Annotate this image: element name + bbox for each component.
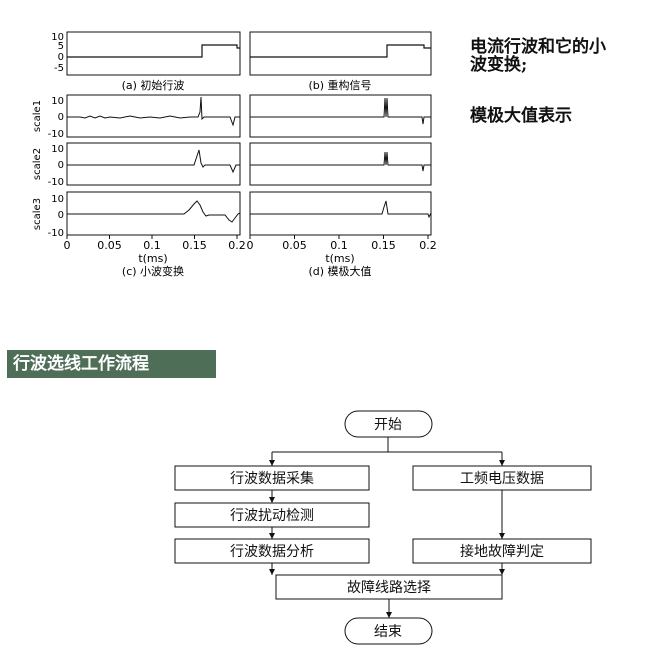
signal-b xyxy=(250,44,431,58)
trace-scale3 xyxy=(67,200,241,223)
caption-note: 电流行波和它的小 波变换; xyxy=(470,38,655,74)
x-tick-label: 0.15 xyxy=(182,239,207,252)
x-tick-label: 0.2 xyxy=(228,239,246,252)
scale1-row: 10 0 -10 scale1 xyxy=(32,94,432,140)
x-axis-label-right: t(ms) xyxy=(325,252,354,265)
scale3-row: 10 0 -10 scale3 xyxy=(32,191,432,239)
step-select xyxy=(275,574,503,600)
x-tick-label: 0.1 xyxy=(330,239,348,252)
panel-caption: (d) 模极大值 xyxy=(308,264,371,278)
x-tick-label: 0.2 xyxy=(419,239,437,252)
tick-label: 10 xyxy=(51,96,64,107)
maxima-scale1 xyxy=(250,97,431,125)
tick-label: 0 xyxy=(58,112,64,123)
start-label: 开始 xyxy=(374,417,402,433)
tick-label: 5 xyxy=(58,41,64,52)
maxima-scale3 xyxy=(250,200,432,219)
end-node xyxy=(344,617,433,645)
caption-note-2: 模极大值表示 xyxy=(470,107,655,125)
panel-caption: (b) 重构信号 xyxy=(308,78,371,92)
step-judge-label: 接地故障判定 xyxy=(460,543,544,560)
step-analyze-label: 行波数据分析 xyxy=(230,544,314,560)
section-title: 行波选线工作流程 xyxy=(7,350,216,378)
tick-label: 0 xyxy=(58,210,64,221)
panel-b: (b) 重构信号 xyxy=(249,31,432,92)
x-axis-label-left: t(ms) xyxy=(138,252,167,265)
row-label: scale1 xyxy=(32,100,43,132)
x-tick-label: 0.15 xyxy=(371,239,396,252)
caption-line-2: 波变换; xyxy=(470,55,528,75)
panel-caption: (c) 小波变换 xyxy=(122,264,184,278)
connector xyxy=(272,437,502,453)
step-detect-label: 行波扰动检测 xyxy=(230,508,314,524)
x-tick-label: 0.05 xyxy=(97,239,122,252)
trace-scale2 xyxy=(67,149,240,174)
row-label: scale2 xyxy=(32,148,43,180)
step-select-label: 故障线路选择 xyxy=(347,580,431,596)
tick-label: 10 xyxy=(51,32,64,43)
tick-label: -10 xyxy=(48,177,64,188)
step-collect-label: 行波数据采集 xyxy=(230,470,314,487)
tick-label: -10 xyxy=(48,129,64,140)
panel-a: 10 5 0 -5 (a) 初始行波 xyxy=(51,31,241,92)
step-power xyxy=(412,465,592,491)
x-tick-label: 0 xyxy=(247,239,254,252)
tick-label: 10 xyxy=(51,144,64,155)
x-tick-label: 0.05 xyxy=(282,239,307,252)
x-tick-label: 0.1 xyxy=(143,239,161,252)
trace-scale1 xyxy=(67,96,240,127)
tick-label: 0 xyxy=(58,52,64,63)
end-label: 结束 xyxy=(374,624,402,640)
step-power-label: 工频电压数据 xyxy=(460,471,544,487)
row-label: scale3 xyxy=(32,198,43,230)
tick-label: -10 xyxy=(48,228,64,239)
scale2-row: 10 0 -10 scale2 xyxy=(32,142,432,188)
tick-label: 0 xyxy=(58,160,64,171)
step-detect xyxy=(174,502,370,528)
maxima-scale2 xyxy=(250,151,431,172)
caption-line-3: 模极大值表示 xyxy=(470,106,572,126)
flowchart: 开始 行波数据采集 工频电压数据 行波扰动检测 行波数据分析 接地故障判定 故障… xyxy=(174,410,592,645)
signal-a xyxy=(67,44,240,58)
step-collect xyxy=(174,465,370,491)
x-tick-label: 0 xyxy=(64,239,71,252)
caption-line-1: 电流行波和它的小 xyxy=(470,37,606,57)
tick-label: 10 xyxy=(51,194,64,205)
panel-caption: (a) 初始行波 xyxy=(122,78,185,92)
tick-label: -5 xyxy=(54,63,64,74)
